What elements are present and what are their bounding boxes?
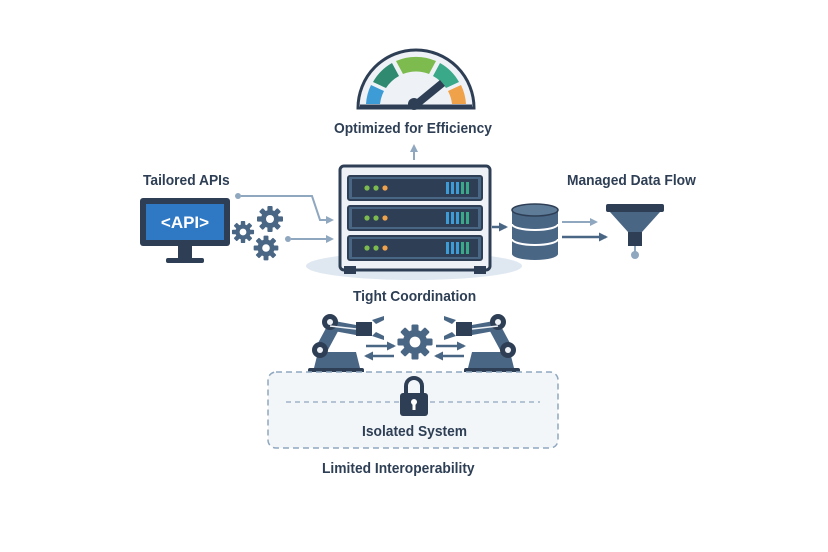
status-led <box>364 215 370 221</box>
gauge-segment <box>448 85 466 104</box>
database-icon <box>511 203 559 260</box>
gear-icon <box>231 220 255 244</box>
status-led <box>382 215 388 221</box>
drive-bay <box>446 182 449 194</box>
status-led <box>373 245 379 251</box>
label-managed-data-flow: Managed Data Flow <box>567 172 696 189</box>
gauge-segment <box>373 63 399 88</box>
drive-bay <box>446 242 449 254</box>
gear-icon <box>257 206 283 232</box>
label-optimized-efficiency: Optimized for Efficiency <box>334 120 492 137</box>
gear-icon <box>397 324 433 360</box>
drive-bay <box>456 182 459 194</box>
drive-bay <box>451 182 454 194</box>
gauge-segment <box>396 56 436 74</box>
robot-arm-icon <box>308 314 384 377</box>
api-connectors <box>235 193 334 243</box>
arrows-to-funnel <box>562 218 608 242</box>
server-unit <box>347 235 483 261</box>
label-tight-coordination: Tight Coordination <box>353 288 477 305</box>
drive-bay <box>461 182 464 194</box>
drive-bay <box>446 212 449 224</box>
status-led <box>373 215 379 221</box>
drive-bay <box>456 212 459 224</box>
api-screen-text: <API> <box>161 213 209 232</box>
drive-bay <box>466 212 469 224</box>
gauge-segment <box>433 63 459 88</box>
label-tailored-apis: Tailored APIs <box>143 172 230 189</box>
status-led <box>364 245 370 251</box>
server-rack-icon <box>306 164 522 280</box>
status-led <box>373 185 379 191</box>
robot-arm-icon <box>444 314 520 377</box>
status-led <box>382 245 388 251</box>
label-isolated-system: Isolated System <box>362 423 468 440</box>
funnel-icon <box>606 204 664 259</box>
label-limited-interoperability: Limited Interoperability <box>322 460 475 477</box>
server-unit <box>347 205 483 231</box>
coordination-arrows <box>364 341 466 361</box>
status-led <box>382 185 388 191</box>
status-led <box>364 185 370 191</box>
drive-bay <box>466 242 469 254</box>
drive-bay <box>451 212 454 224</box>
gear-icon <box>253 235 279 261</box>
drive-bay <box>451 242 454 254</box>
gauge-icon <box>356 48 476 110</box>
drive-bay <box>466 182 469 194</box>
server-unit <box>347 175 483 201</box>
lock-icon <box>400 376 428 416</box>
gauge-segment <box>366 85 384 104</box>
drive-bay <box>461 242 464 254</box>
drive-bay <box>461 212 464 224</box>
drive-bay <box>456 242 459 254</box>
monitor-icon: <API> <box>140 198 230 263</box>
